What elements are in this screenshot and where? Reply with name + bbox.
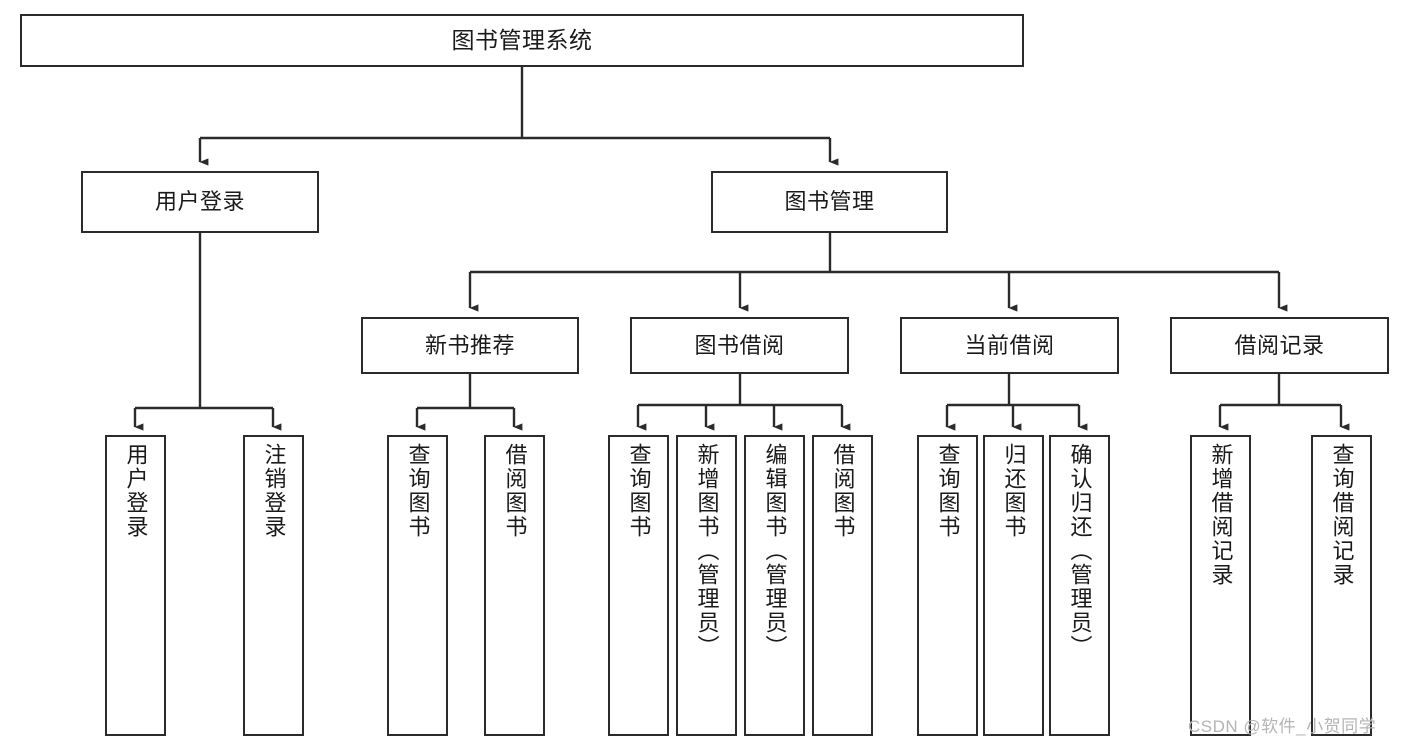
node-label: 新增图书（管理员） xyxy=(694,443,720,659)
node-label: 查询借阅记录 xyxy=(1329,443,1355,587)
leaf-query-borrow-record[interactable]: 查询借阅记录 xyxy=(1311,435,1372,736)
leaf-edit-book-admin[interactable]: 编辑图书（管理员） xyxy=(744,435,805,736)
leaf-logout[interactable]: 注销登录 xyxy=(243,435,304,736)
node-book-management[interactable]: 图书管理 xyxy=(711,171,948,233)
leaf-user-login[interactable]: 用户登录 xyxy=(105,435,166,736)
leaf-return-book[interactable]: 归还图书 xyxy=(983,435,1044,736)
node-book-borrow[interactable]: 图书借阅 xyxy=(630,317,849,374)
leaf-query-book[interactable]: 查询图书 xyxy=(608,435,669,736)
node-new-book-recommend[interactable]: 新书推荐 xyxy=(361,317,579,374)
node-label: 借阅图书 xyxy=(502,443,528,539)
node-label: 归还图书 xyxy=(1001,443,1027,539)
leaf-query-book-current[interactable]: 查询图书 xyxy=(917,435,978,736)
leaf-query-book-recommend[interactable]: 查询图书 xyxy=(387,435,448,736)
node-label: 查询图书 xyxy=(626,443,652,539)
node-label: 注销登录 xyxy=(261,443,287,539)
node-user-login[interactable]: 用户登录 xyxy=(81,171,319,233)
leaf-confirm-return-admin[interactable]: 确认归还（管理员） xyxy=(1049,435,1110,736)
node-label: 图书借阅 xyxy=(694,332,785,358)
node-label: 新书推荐 xyxy=(424,332,515,358)
leaf-add-borrow-record[interactable]: 新增借阅记录 xyxy=(1190,435,1251,736)
node-label: 图书管理系统 xyxy=(451,26,593,53)
node-label: 当前借阅 xyxy=(964,332,1055,358)
node-root-system[interactable]: 图书管理系统 xyxy=(20,14,1024,67)
node-borrow-record[interactable]: 借阅记录 xyxy=(1170,317,1389,374)
node-label: 用户登录 xyxy=(154,189,245,215)
node-label: 编辑图书（管理员） xyxy=(762,443,788,659)
node-current-borrow[interactable]: 当前借阅 xyxy=(900,317,1119,374)
node-label: 查询图书 xyxy=(935,443,961,539)
node-label: 借阅记录 xyxy=(1234,332,1325,358)
leaf-borrow-book-recommend[interactable]: 借阅图书 xyxy=(484,435,545,736)
leaf-add-book-admin[interactable]: 新增图书（管理员） xyxy=(676,435,737,736)
node-label: 借阅图书 xyxy=(830,443,856,539)
node-label: 用户登录 xyxy=(123,443,149,539)
node-label: 图书管理 xyxy=(784,189,875,215)
leaf-borrow-book[interactable]: 借阅图书 xyxy=(812,435,873,736)
node-label: 新增借阅记录 xyxy=(1208,443,1234,587)
csdn-watermark: CSDN @软件_小贺同学 xyxy=(1188,717,1377,736)
node-label: 查询图书 xyxy=(405,443,431,539)
node-label: 确认归还（管理员） xyxy=(1067,443,1093,659)
